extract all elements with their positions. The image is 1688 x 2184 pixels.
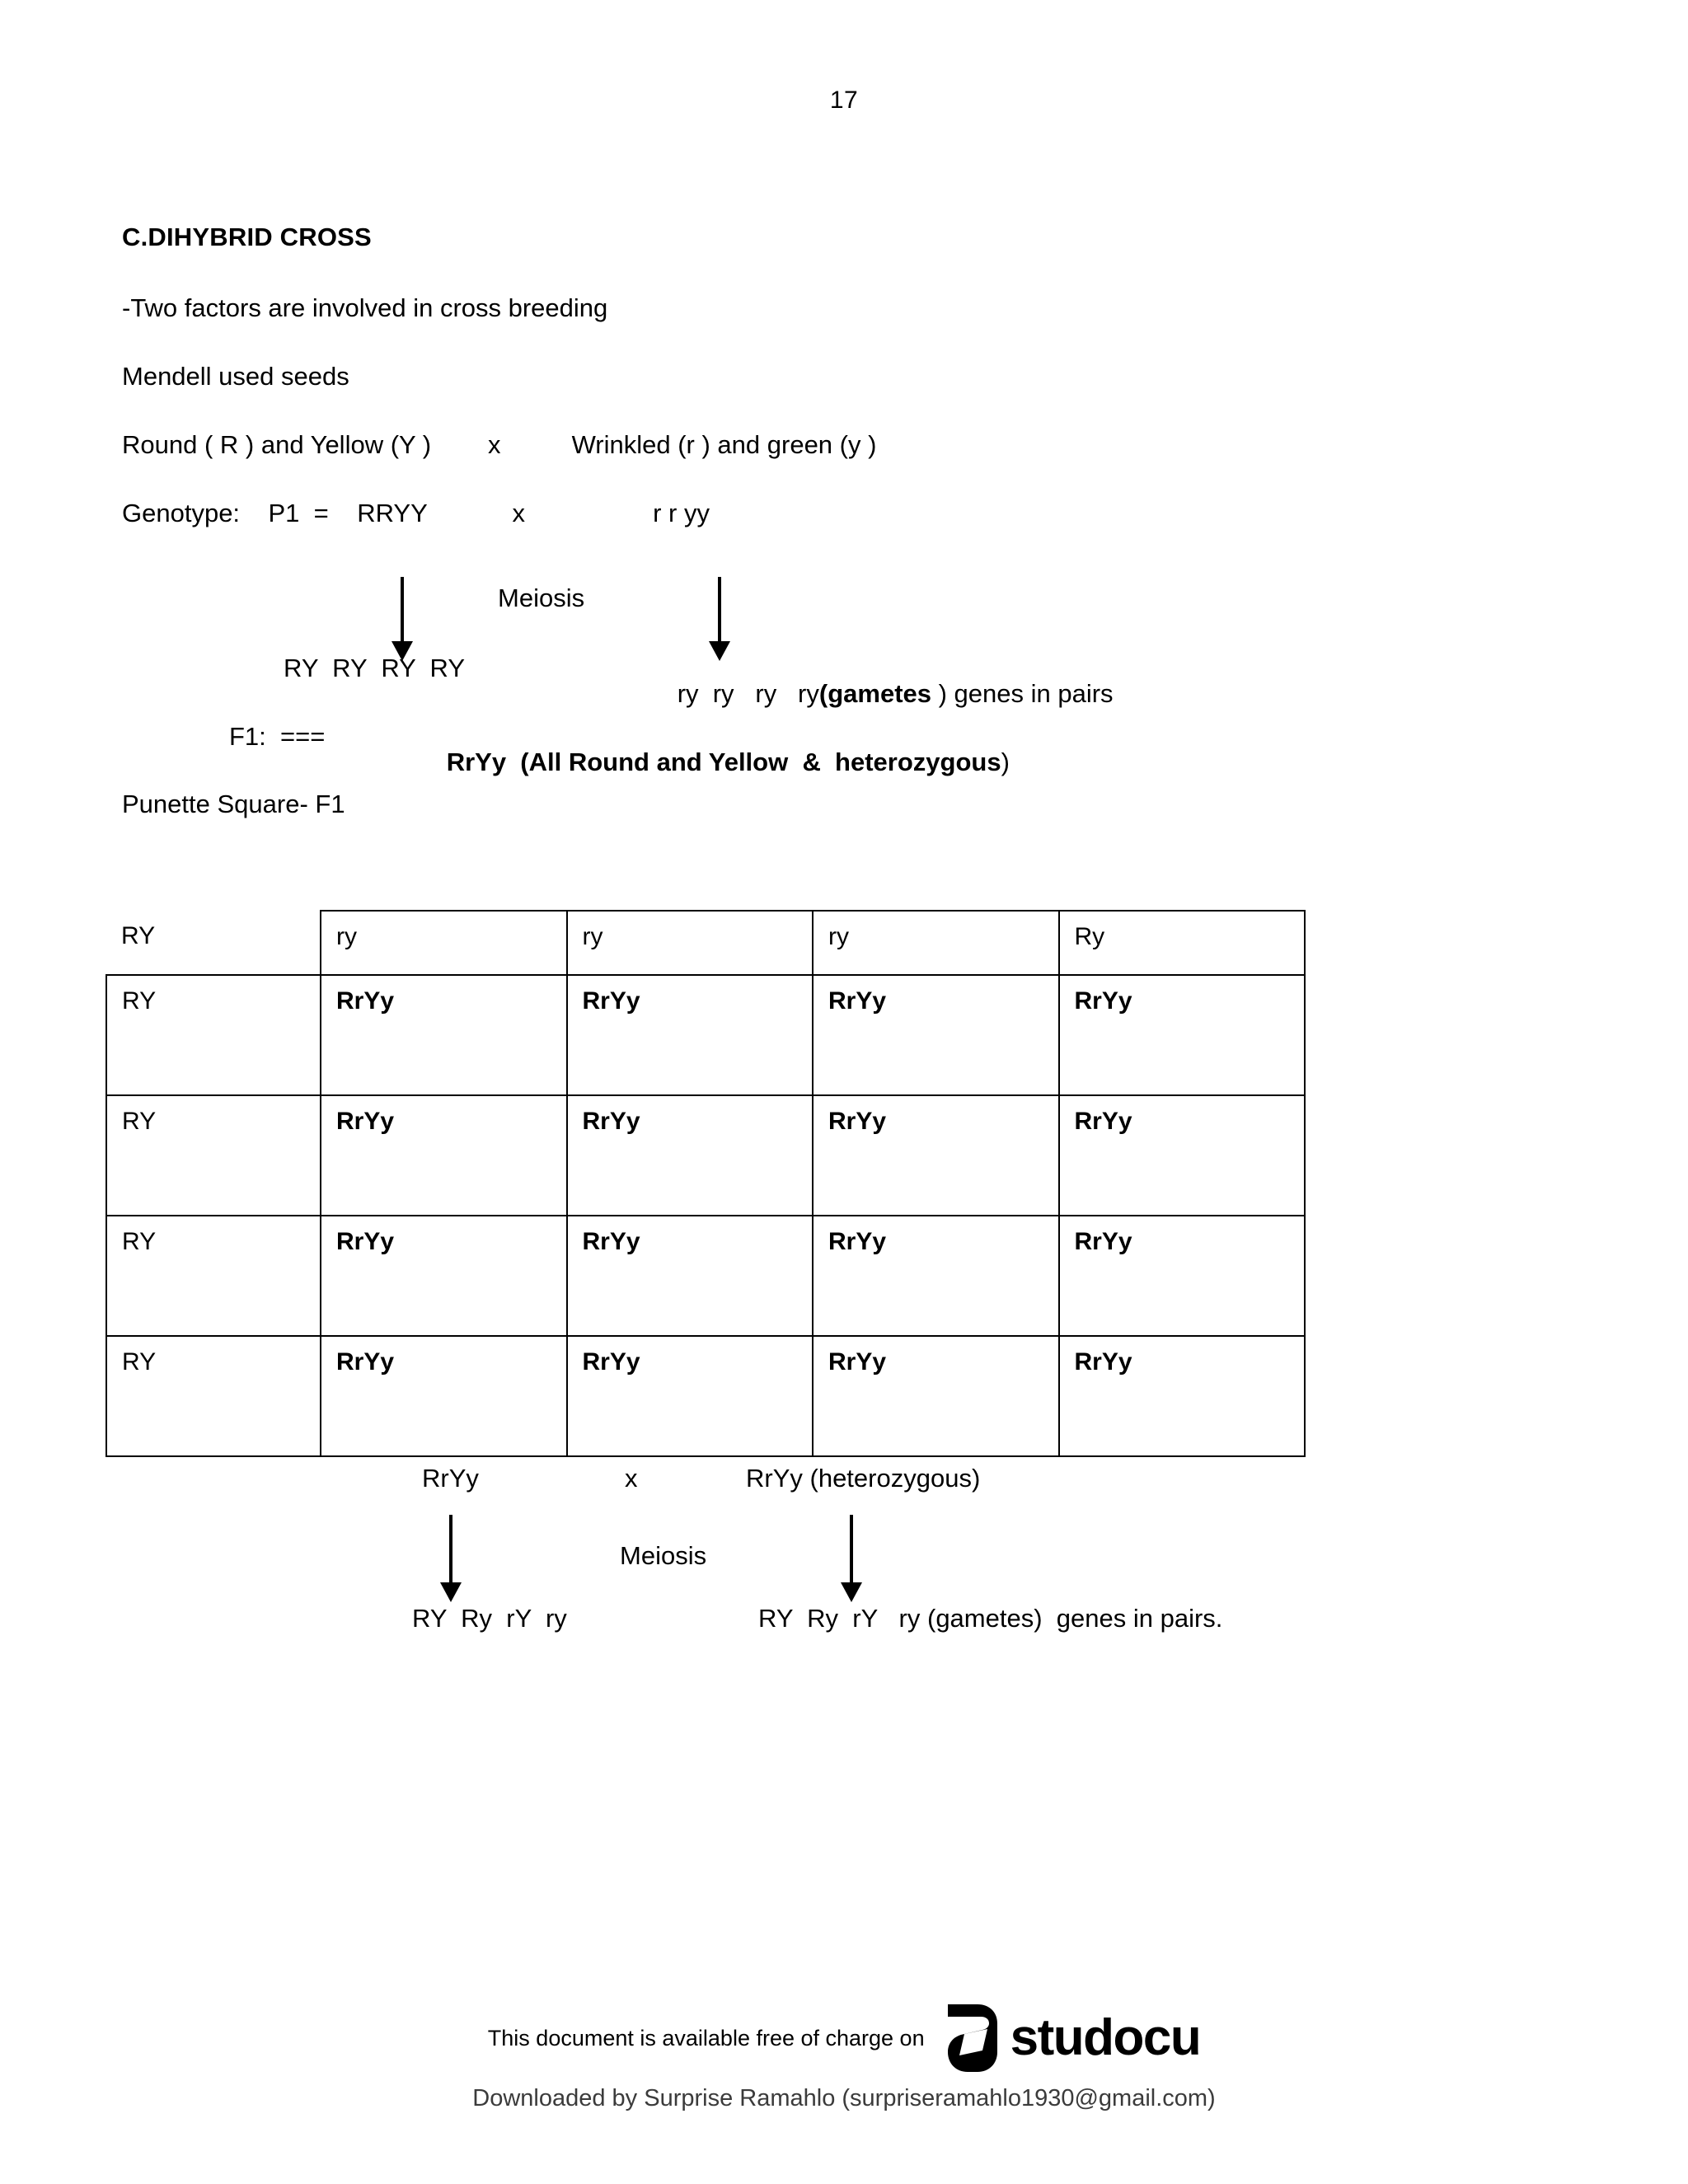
gametes-right-alleles: ry ry ry ry xyxy=(677,679,819,708)
genotype-cell: RrYy xyxy=(812,1215,1060,1337)
footer-note: This document is available free of charg… xyxy=(487,2025,925,2050)
row-label: RY xyxy=(106,1335,321,1457)
meiosis-label-top: Meiosis xyxy=(498,583,585,612)
footer-promo: This document is available free of charg… xyxy=(0,2004,1688,2072)
mendel-line: Mendell used seeds xyxy=(122,362,349,391)
genotype-cell: RrYy xyxy=(812,974,1060,1096)
genotype-cell: RrYy xyxy=(812,1335,1060,1457)
meiosis-arrow-left-top xyxy=(386,577,419,663)
header-cell-2: ry xyxy=(565,910,814,976)
traits-line: Round ( R ) and Yellow (Y ) x Wrinkled (… xyxy=(122,430,877,459)
gametes-suffix: ) genes in pairs xyxy=(931,679,1114,708)
table-row: RY RrYy RrYy RrYy RrYy xyxy=(106,1215,1306,1337)
genotype-cell: RrYy xyxy=(1057,1335,1306,1457)
page-footer: This document is available free of charg… xyxy=(0,1986,1688,2184)
intro-line: -Two factors are involved in cross breed… xyxy=(122,293,608,322)
section-heading: C.DIHYBRID CROSS xyxy=(122,223,372,251)
genotype-cell: RrYy xyxy=(1057,974,1306,1096)
parent-right-bottom: RrYy (heterozygous) xyxy=(746,1464,981,1493)
f1-result: RrYy (All Round and Yellow & heterozygou… xyxy=(404,724,1010,800)
punnett-square-table: RY ry ry ry Ry RY RrYy RrYy RrYy RrYy RY… xyxy=(106,910,1306,1457)
header-cell-3: ry xyxy=(812,910,1060,976)
gametes-left-top: RY RY RY RY xyxy=(284,654,466,682)
header-cell-4: Ry xyxy=(1057,910,1306,976)
table-header-row: RY ry ry ry Ry xyxy=(106,910,1306,976)
gametes-right-bottom: RY Ry rY ry (gametes) genes in pairs. xyxy=(758,1604,1223,1633)
gametes-bold-word: (gametes xyxy=(818,679,931,708)
cross-symbol-bottom: x xyxy=(625,1464,638,1493)
table-row: RY RrYy RrYy RrYy RrYy xyxy=(106,1335,1306,1457)
genotype-cell: RrYy xyxy=(565,974,814,1096)
header-cell-1: ry xyxy=(320,910,568,976)
f1-label: F1: === xyxy=(229,722,326,751)
studocu-wordmark: studocu xyxy=(1010,2009,1202,2066)
table-row: RY RrYy RrYy RrYy RrYy xyxy=(106,974,1306,1096)
punnett-caption: Punette Square- F1 xyxy=(122,790,345,818)
meiosis-arrow-right-bottom xyxy=(835,1515,868,1605)
genotype-cell: RrYy xyxy=(565,1094,814,1216)
meiosis-arrow-left-bottom xyxy=(434,1515,467,1605)
row-label: RY xyxy=(106,1215,321,1337)
genotype-cell: RrYy xyxy=(320,1335,568,1457)
genotype-cell: RrYy xyxy=(1057,1094,1306,1216)
page-number: 17 xyxy=(829,87,859,114)
gametes-left-bottom: RY Ry rY ry xyxy=(412,1604,567,1633)
genotype-cell: RrYy xyxy=(565,1335,814,1457)
genotype-line: Genotype: P1 = RRYY x r r yy xyxy=(122,499,710,527)
document-body: C.DIHYBRID CROSS -Two factors are involv… xyxy=(122,223,1573,569)
genotype-cell: RrYy xyxy=(320,1215,568,1337)
row-label: RY xyxy=(106,974,321,1096)
studocu-brand: studocu xyxy=(946,2004,1202,2072)
f1-result-close: ) xyxy=(1001,748,1010,776)
parent-left-bottom: RrYy xyxy=(422,1464,479,1493)
gametes-right-top: ry ry ry ry(gametes ) genes in pairs xyxy=(635,655,1114,732)
header-cell-corner: RY xyxy=(121,922,156,949)
genotype-cell: RrYy xyxy=(565,1215,814,1337)
downloaded-by-line: Downloaded by Surprise Ramahlo (surprise… xyxy=(472,2085,1216,2111)
meiosis-label-bottom: Meiosis xyxy=(620,1541,707,1570)
row-label: RY xyxy=(106,1094,321,1216)
f1-result-bold: RrYy (All Round and Yellow & heterozygou… xyxy=(446,748,1001,776)
genotype-cell: RrYy xyxy=(320,1094,568,1216)
meiosis-arrow-right-top xyxy=(703,577,736,663)
table-row: RY RrYy RrYy RrYy RrYy xyxy=(106,1094,1306,1216)
studocu-logo-icon xyxy=(946,2004,999,2072)
genotype-cell: RrYy xyxy=(812,1094,1060,1216)
genotype-cell: RrYy xyxy=(320,974,568,1096)
genotype-cell: RrYy xyxy=(1057,1215,1306,1337)
